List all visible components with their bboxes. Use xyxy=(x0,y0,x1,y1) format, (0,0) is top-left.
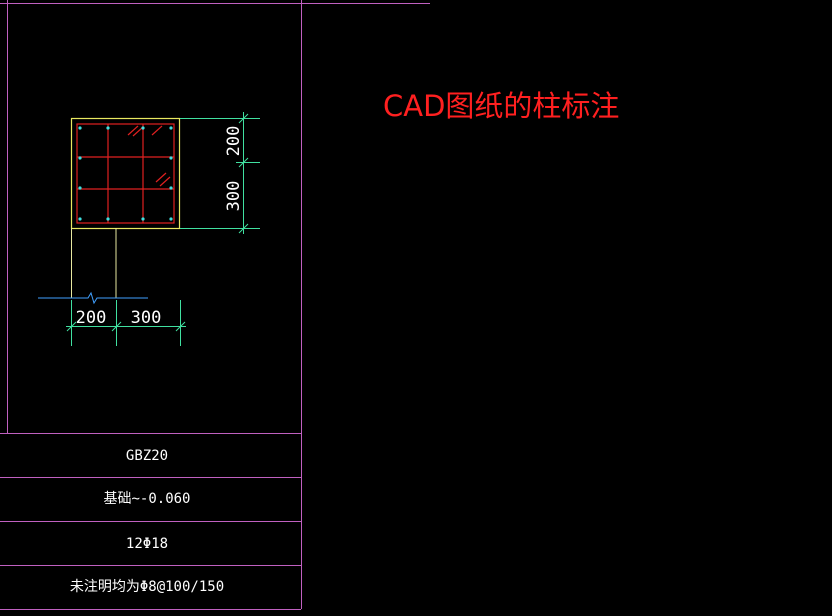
horizontal-axis-break-line xyxy=(38,291,148,305)
annotation-title: CAD图纸的柱标注 xyxy=(383,89,619,123)
dim-tick-right xyxy=(175,321,186,332)
rebar-bar xyxy=(106,126,110,130)
dimension-bottom xyxy=(66,300,186,346)
rebar-bar xyxy=(141,126,145,130)
hook-4 xyxy=(155,172,167,183)
dim-tick-top xyxy=(238,113,249,124)
rebar-bar xyxy=(169,126,173,130)
rebar-bar xyxy=(78,156,82,160)
hook-3 xyxy=(151,125,163,136)
column-section xyxy=(70,117,181,230)
hook-2 xyxy=(132,126,144,137)
rebar-bar xyxy=(78,217,82,221)
rebar-bar xyxy=(106,217,110,221)
rebar-bar xyxy=(169,156,173,160)
dim-tick-left xyxy=(66,321,77,332)
rebar-bar xyxy=(78,126,82,130)
dim-tick-center xyxy=(111,321,122,332)
table-cell-longitudinal-rebar: 12Φ18 xyxy=(126,536,168,552)
table-cell-elevation: 基础~-0.060 xyxy=(103,490,190,507)
rebar-dots xyxy=(78,126,173,221)
rebar-bar xyxy=(169,186,173,190)
axis-lines xyxy=(71,228,117,298)
dim-label-bottom-right: 300 xyxy=(131,308,162,328)
hook-5 xyxy=(159,176,171,187)
dim-label-bottom-left: 200 xyxy=(76,308,107,328)
table-cell-column-name: GBZ20 xyxy=(126,448,168,464)
stirrup-grid xyxy=(76,123,175,224)
outer-stirrup xyxy=(76,123,175,224)
table-cell-stirrup: 未注明均为Φ8@100/150 xyxy=(70,579,224,595)
rebar-bar xyxy=(141,217,145,221)
dim-label-right-top: 200 xyxy=(224,126,244,157)
rebar-bar xyxy=(78,186,82,190)
column-outline xyxy=(70,117,181,230)
hook-1 xyxy=(127,125,139,136)
column-table: GBZ20 基础~-0.060 12Φ18 未注明均为Φ8@100/150 xyxy=(0,433,301,610)
dimension-right xyxy=(180,112,260,234)
dim-tick-mid xyxy=(238,157,249,168)
dim-label-right-bottom: 300 xyxy=(224,181,244,212)
dim-tick-bottom xyxy=(238,223,249,234)
rebar-bar xyxy=(169,217,173,221)
drawing-frame xyxy=(0,0,430,609)
